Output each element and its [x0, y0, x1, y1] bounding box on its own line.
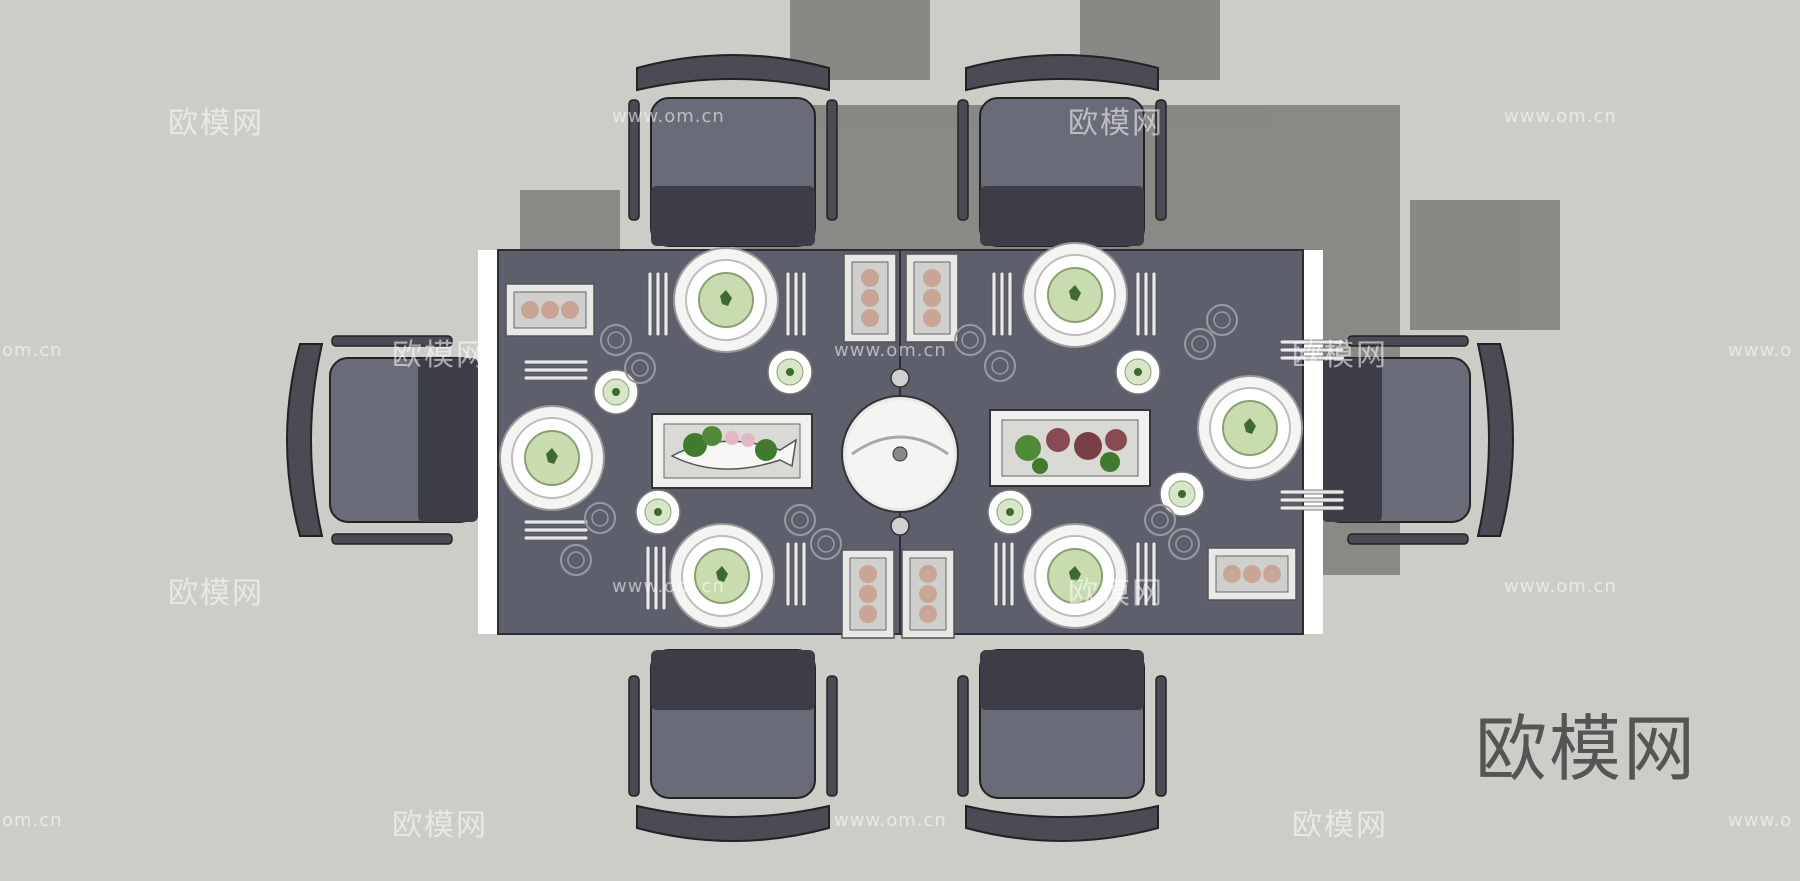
- egg-tray: [901, 549, 955, 639]
- cutlery: [523, 519, 589, 541]
- watermark-url: www.o: [1728, 810, 1793, 831]
- chair: [957, 649, 1167, 842]
- egg-tray: [905, 253, 959, 343]
- watermark-url: www.om.cn: [834, 810, 947, 831]
- side-bowl: [593, 369, 639, 415]
- watermark-url: om.cn: [2, 810, 63, 831]
- cutlery: [991, 271, 1013, 337]
- chair: [628, 649, 838, 842]
- watermark: 欧模网: [1068, 106, 1164, 141]
- cutlery: [1135, 271, 1157, 337]
- watermark: 欧模网: [392, 338, 488, 373]
- cutlery: [523, 359, 589, 381]
- watermark: 欧模网: [1292, 338, 1388, 373]
- chair: [628, 54, 838, 247]
- watermark-url: www.om.cn: [1504, 106, 1617, 127]
- watermark: 欧模网: [168, 106, 264, 141]
- cutlery: [785, 271, 807, 337]
- plate: [673, 247, 779, 353]
- brand-logo: 欧模网: [1475, 707, 1698, 791]
- watermark-url: om.cn: [2, 340, 63, 361]
- cutlery: [993, 541, 1015, 607]
- plate: [499, 405, 605, 511]
- chair: [957, 54, 1167, 247]
- watermark-url: www.o: [1728, 340, 1793, 361]
- serving-cloche: [841, 368, 959, 536]
- watermark: 欧模网: [168, 576, 264, 611]
- side-bowl: [1115, 349, 1161, 395]
- side-bowl: [635, 489, 681, 535]
- egg-tray: [843, 253, 897, 343]
- watermark: 欧模网: [392, 808, 488, 843]
- cutlery: [647, 271, 669, 337]
- watermark-url: www.om.cn: [612, 576, 725, 597]
- side-bowl: [1159, 471, 1205, 517]
- plate: [1022, 242, 1128, 348]
- egg-tray: [1207, 547, 1297, 601]
- side-bowl: [767, 349, 813, 395]
- side-bowl: [987, 489, 1033, 535]
- watermark-url: www.om.cn: [612, 106, 725, 127]
- watermark: 欧模网: [1068, 576, 1164, 611]
- watermark-url: www.om.cn: [834, 340, 947, 361]
- cutlery: [1279, 489, 1345, 511]
- cutlery: [785, 541, 807, 607]
- watermark: 欧模网: [1292, 808, 1388, 843]
- plate: [1197, 375, 1303, 481]
- crab-platter: [989, 409, 1151, 487]
- watermark-url: www.om.cn: [1504, 576, 1617, 597]
- egg-tray: [505, 283, 595, 337]
- fish-platter: [651, 413, 813, 489]
- egg-tray: [841, 549, 895, 639]
